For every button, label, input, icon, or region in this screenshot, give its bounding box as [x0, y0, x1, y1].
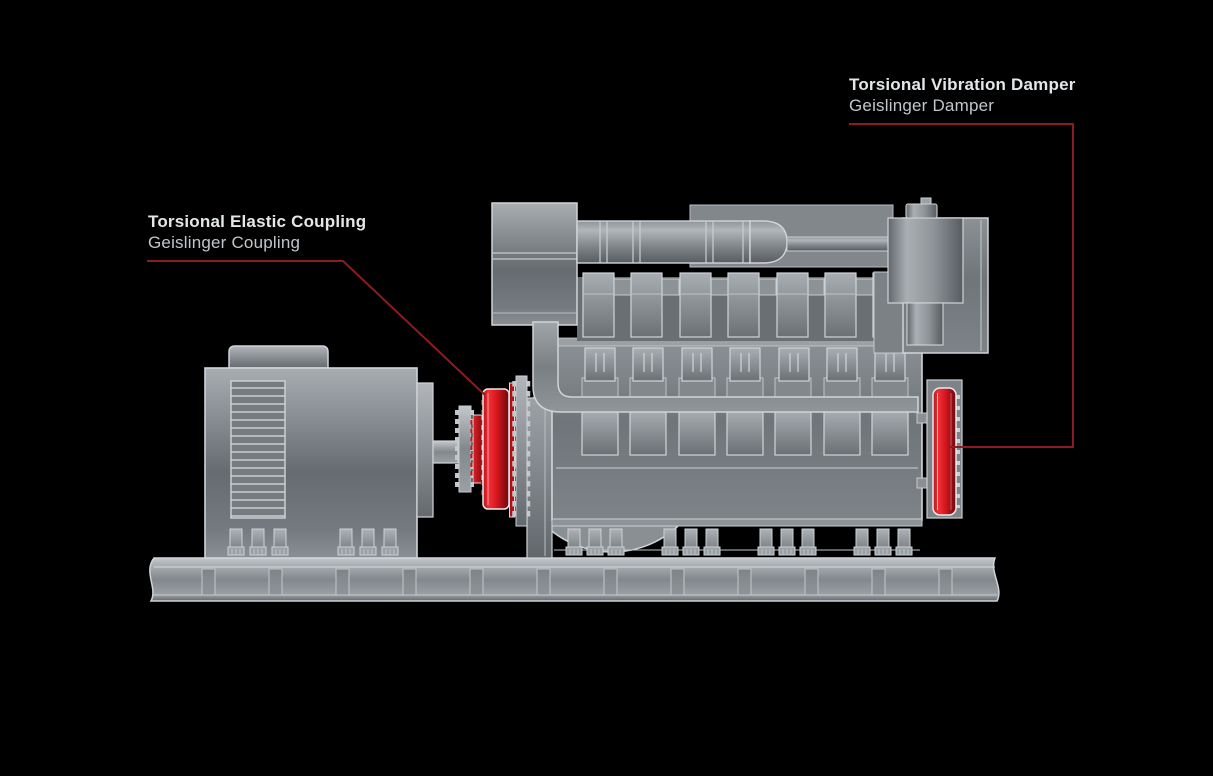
cylinder-head-covers: [582, 272, 905, 338]
coupling-flange: [515, 375, 528, 527]
injection-pump-blocks: [584, 347, 906, 382]
engine-feet: [565, 528, 913, 556]
damper-callout-line: [849, 123, 1074, 448]
crankcase-doors: [581, 377, 909, 456]
coupling-label: Torsional Elastic Coupling Geislinger Co…: [148, 211, 366, 253]
engine-front-plate: [526, 397, 553, 559]
generator-hood: [228, 345, 329, 369]
coupling-label-title: Torsional Elastic Coupling: [148, 212, 367, 231]
damper-label: Torsional Vibration Damper Geislinger Da…: [849, 74, 1076, 116]
damper-label-title: Torsional Vibration Damper: [849, 75, 1076, 94]
damper-label-subtitle: Geislinger Damper: [849, 96, 995, 115]
exhaust-connector-pipe: [786, 236, 889, 252]
turbo-sub-cylinder: [906, 302, 944, 346]
generator-shaft: [432, 440, 459, 464]
exhaust-end-cap: [749, 220, 788, 264]
coupling-label-subtitle: Geislinger Coupling: [148, 233, 301, 252]
torsional-elastic-coupling: [455, 375, 531, 527]
generator-vent-grille: [230, 380, 286, 519]
torsional-vibration-damper: [916, 379, 963, 519]
coupling-callout-line: [147, 260, 486, 396]
turbo-cap: [905, 203, 938, 219]
damper-disc: [932, 387, 957, 516]
engine-bottom-flange: [551, 518, 923, 527]
generator-endplate: [416, 382, 434, 518]
turbo-nub: [920, 197, 932, 205]
turbocharger: [873, 197, 989, 354]
charge-air-pipe: [532, 321, 919, 413]
generator: [204, 345, 459, 559]
base-frame: [149, 557, 1000, 602]
coupling-main-disc: [482, 388, 510, 510]
base-frame-grooves: [201, 568, 953, 596]
charge-air-cooler: [491, 202, 578, 326]
turbo-cylinder: [887, 217, 964, 304]
engine: [491, 197, 989, 559]
exhaust-manifold: [576, 220, 889, 264]
